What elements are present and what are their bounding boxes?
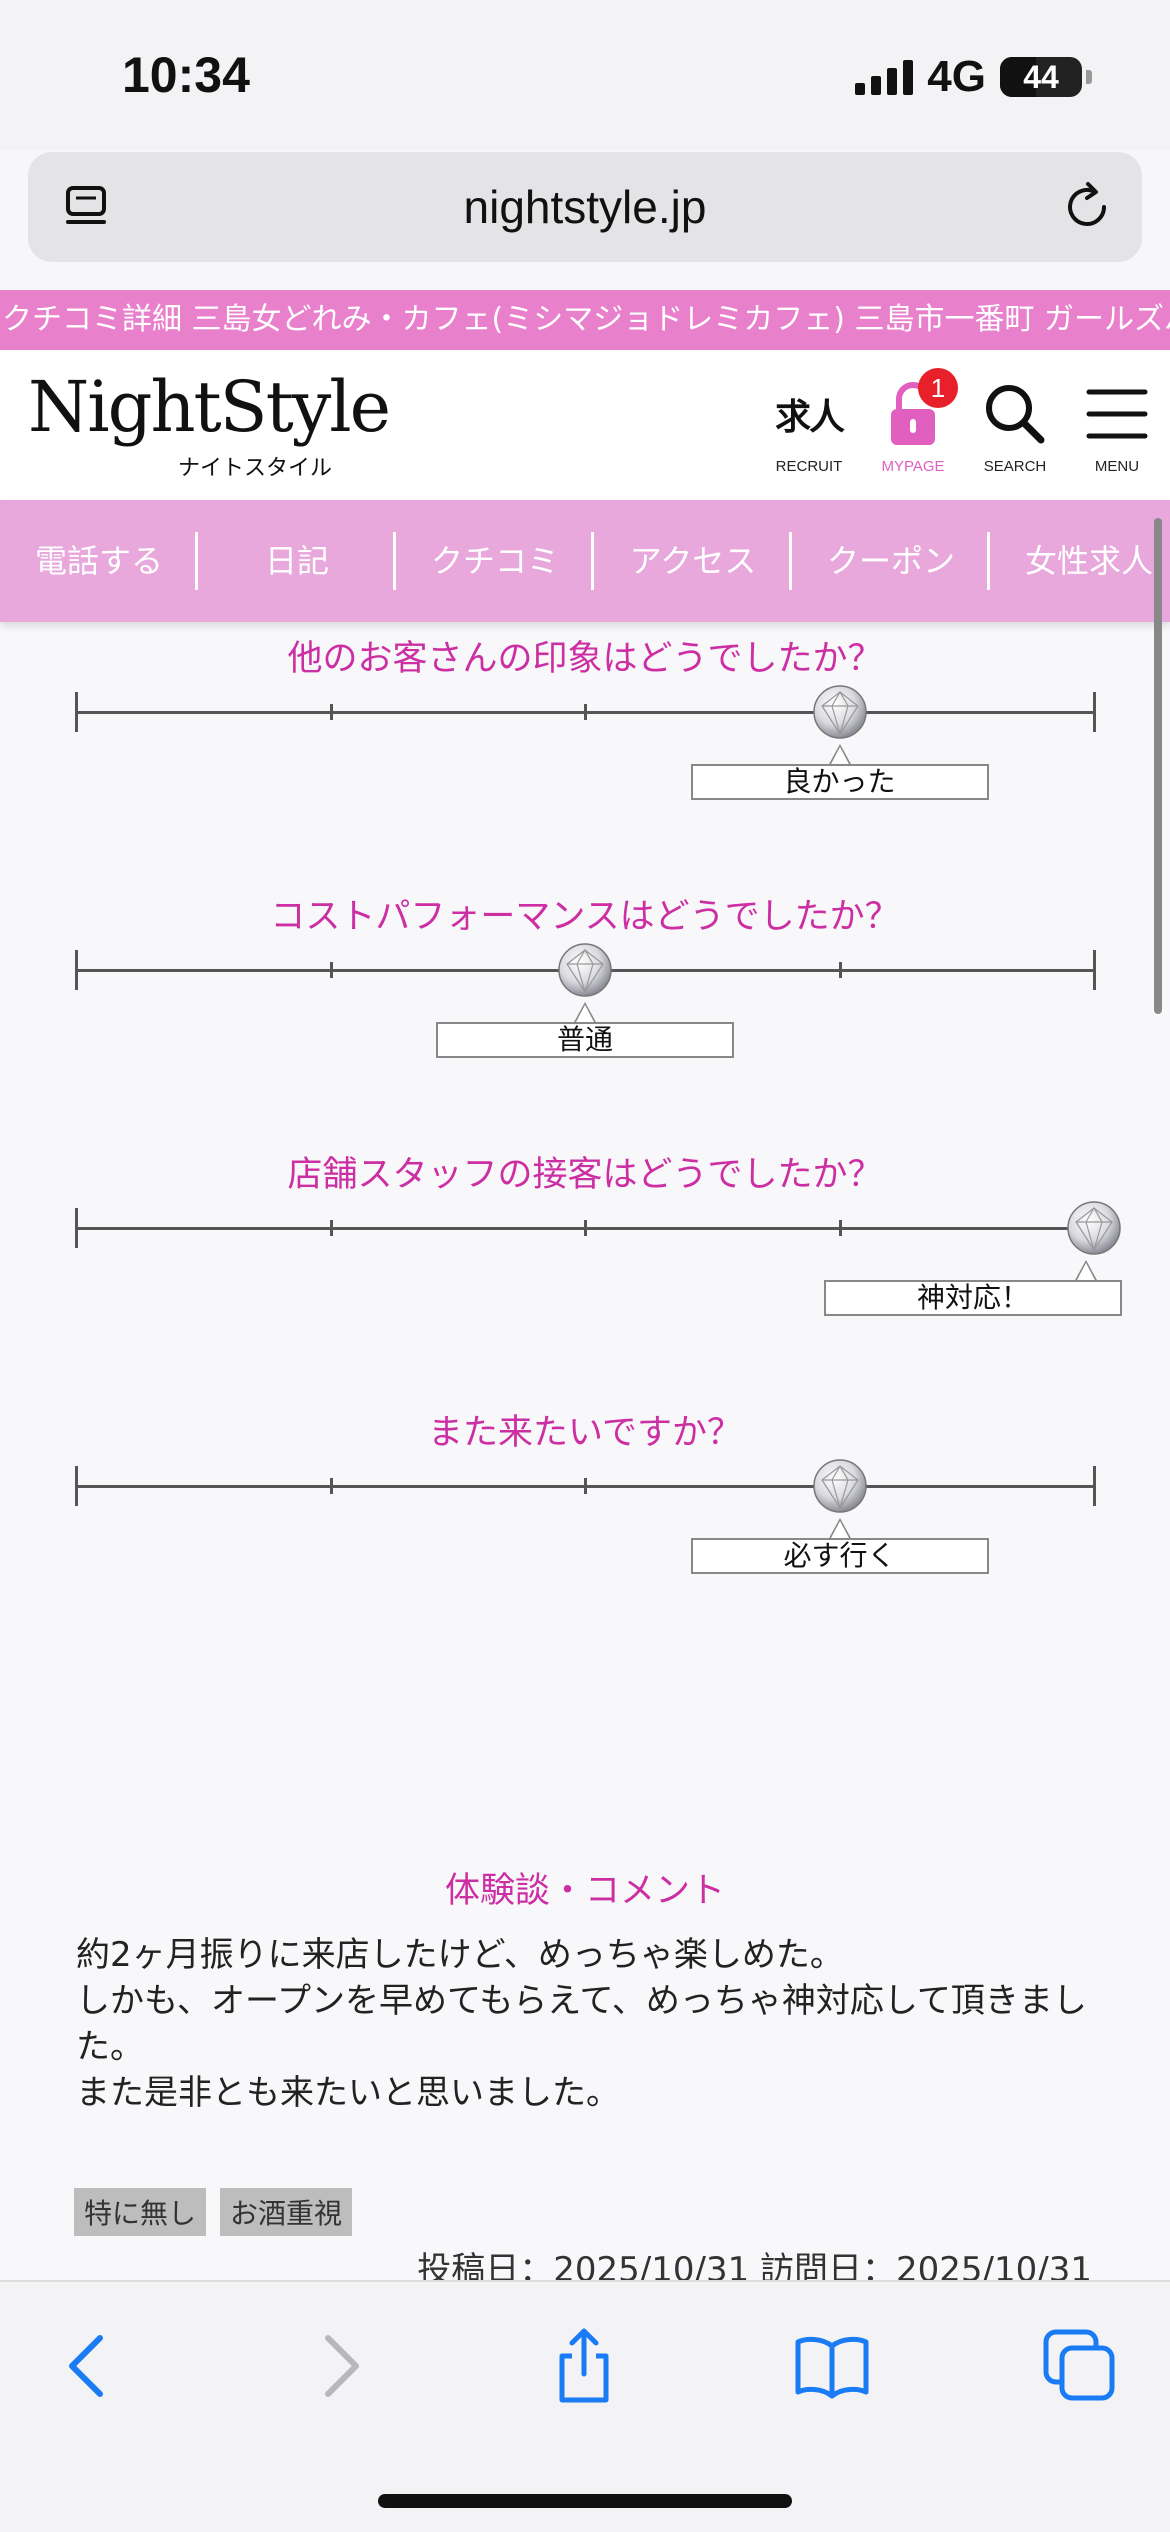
site-logo[interactable]: NightStyle ナイトスタイル [28,366,391,482]
recruit-button[interactable]: 求人 RECRUIT [764,374,854,475]
rating-scale [75,685,1096,739]
notification-badge: 1 [918,368,958,408]
search-icon [970,374,1060,454]
rating-question: 他のお客さんの印象はどうでしたか？ [287,639,883,679]
scale-tick [75,950,78,990]
scale-tick [584,704,587,720]
share-icon[interactable] [544,2326,624,2406]
scale-tick [329,962,333,978]
scale-tick [584,1478,587,1494]
review-content: 大満足！他のお客さんの印象はどうでしたか？良かったコストパフォーマンスはどうでし… [0,622,1170,2280]
comment-line: 約2ヶ月振りに来店したけど、めっちゃ楽しめた。 [76,1935,844,1975]
nav-female-recruit[interactable]: 女性求人 [1024,542,1153,580]
recruit-icon: 求人 [764,374,854,454]
search-button[interactable]: SEARCH [970,374,1060,475]
scale-tick [329,1220,333,1236]
back-icon[interactable] [48,2326,128,2406]
rating-marker-icon [557,942,613,998]
nav-reviews[interactable]: クチコミ [396,500,594,622]
scale-tick [75,1208,78,1248]
network-type: 4G [927,52,986,101]
rating-scale [75,1201,1121,1255]
rating-scale [75,1459,1096,1513]
browser-toolbar [0,2280,1170,2532]
scale-tick [838,1220,842,1236]
rating-answer: 普通 [436,1022,734,1058]
rating-answer: 良かった [690,764,989,800]
battery-icon: 44 [1000,57,1082,97]
scale-tick [329,1478,333,1494]
recruit-label: RECRUIT [775,458,843,475]
search-label: SEARCH [983,458,1047,475]
signal-icon [855,59,914,95]
scale-tick [1093,1466,1096,1506]
address-bar[interactable]: nightstyle.jp [28,152,1142,262]
menu-label: MENU [1094,458,1140,475]
nav-phone[interactable]: 電話する [0,500,198,622]
scale-tick [75,1466,78,1506]
mypage-label: MYPAGE [881,458,945,475]
marquee-banner: クチコミ詳細 三島女どれみ・カフェ(ミシマジョドレミカフェ) 三島市一番町 ガー… [0,290,1170,350]
battery-percent: 44 [1023,58,1059,95]
rating-question: また来たいですか？ [428,1413,742,1453]
mypage-button[interactable]: 1 MYPAGE [868,368,958,475]
tabs-icon[interactable] [1040,2326,1120,2406]
nav-coupon[interactable]: クーポン [792,500,990,622]
scale-tick [584,1220,587,1236]
status-time: 10:34 [122,47,250,103]
rating-question: コストパフォーマンスはどうでしたか？ [270,897,900,937]
logo-text: NightStyle [28,366,391,448]
scale-tick [1093,692,1096,732]
rating-answer: 神対応！ [824,1280,1122,1316]
page-scrollbar[interactable] [1154,518,1162,1014]
logo-subtext: ナイトスタイル [178,456,333,481]
comment-title: 体験談・コメント [444,1871,725,1911]
tag: 特に無し [74,2188,207,2236]
comment-line: また是非とも来たいと思いました。 [76,2073,620,2113]
site-header: NightStyle ナイトスタイル 求人 RECRUIT 1 MYPAGE S… [0,350,1170,500]
answer-pointer [1074,1260,1098,1282]
recruit-icon-text: 求人 [774,397,845,438]
reload-icon[interactable] [1060,180,1114,234]
home-indicator [378,2494,792,2508]
forward-icon[interactable] [300,2326,380,2406]
rating-marker-icon [812,1458,868,1514]
answer-pointer [827,1518,852,1540]
comment-line: しかも、オープンを早めてもらえて、めっちゃ神対応して頂きました。 [76,1981,1087,2067]
rating-scale [75,943,1096,997]
rating-marker-icon [1066,1200,1122,1256]
shop-nav: 電話する 日記 クチコミ アクセス クーポン 女性求人 [0,500,1170,622]
scale-tick [75,692,78,732]
rating-question: 店舗スタッフの接客はどうでしたか？ [287,1155,883,1195]
nav-access[interactable]: アクセス [594,500,792,622]
url-text[interactable]: nightstyle.jp [463,181,707,233]
battery-cap [1086,70,1092,84]
tag-list: 特に無し お酒重視 [74,2188,353,2236]
marquee-text: クチコミ詳細 三島女どれみ・カフェ(ミシマジョドレミカフェ) 三島市一番町 ガー… [2,302,1170,337]
answer-pointer [827,744,852,766]
scale-tick [838,962,842,978]
status-bar: 10:34 4G 44 [0,0,1170,150]
answer-pointer [573,1002,597,1024]
status-indicators: 4G 44 [855,52,1092,102]
bookmarks-icon[interactable] [792,2326,872,2406]
menu-button[interactable]: MENU [1072,374,1162,475]
rating-marker-icon [812,684,868,740]
comment-body: 約2ヶ月振りに来店したけど、めっちゃ楽しめた。 しかも、オープンを早めてもらえて… [76,1932,1096,2116]
page-menu-icon[interactable] [62,182,112,232]
nav-diary[interactable]: 日記 [198,500,396,622]
scale-tick [1093,950,1096,990]
hamburger-icon [1072,374,1162,454]
tag: お酒重視 [220,2188,353,2236]
rating-answer: 必す行く [690,1538,989,1574]
post-dates: 投稿日：2025/10/31 訪問日：2025/10/31 [417,2250,1092,2280]
scale-tick [329,704,333,720]
